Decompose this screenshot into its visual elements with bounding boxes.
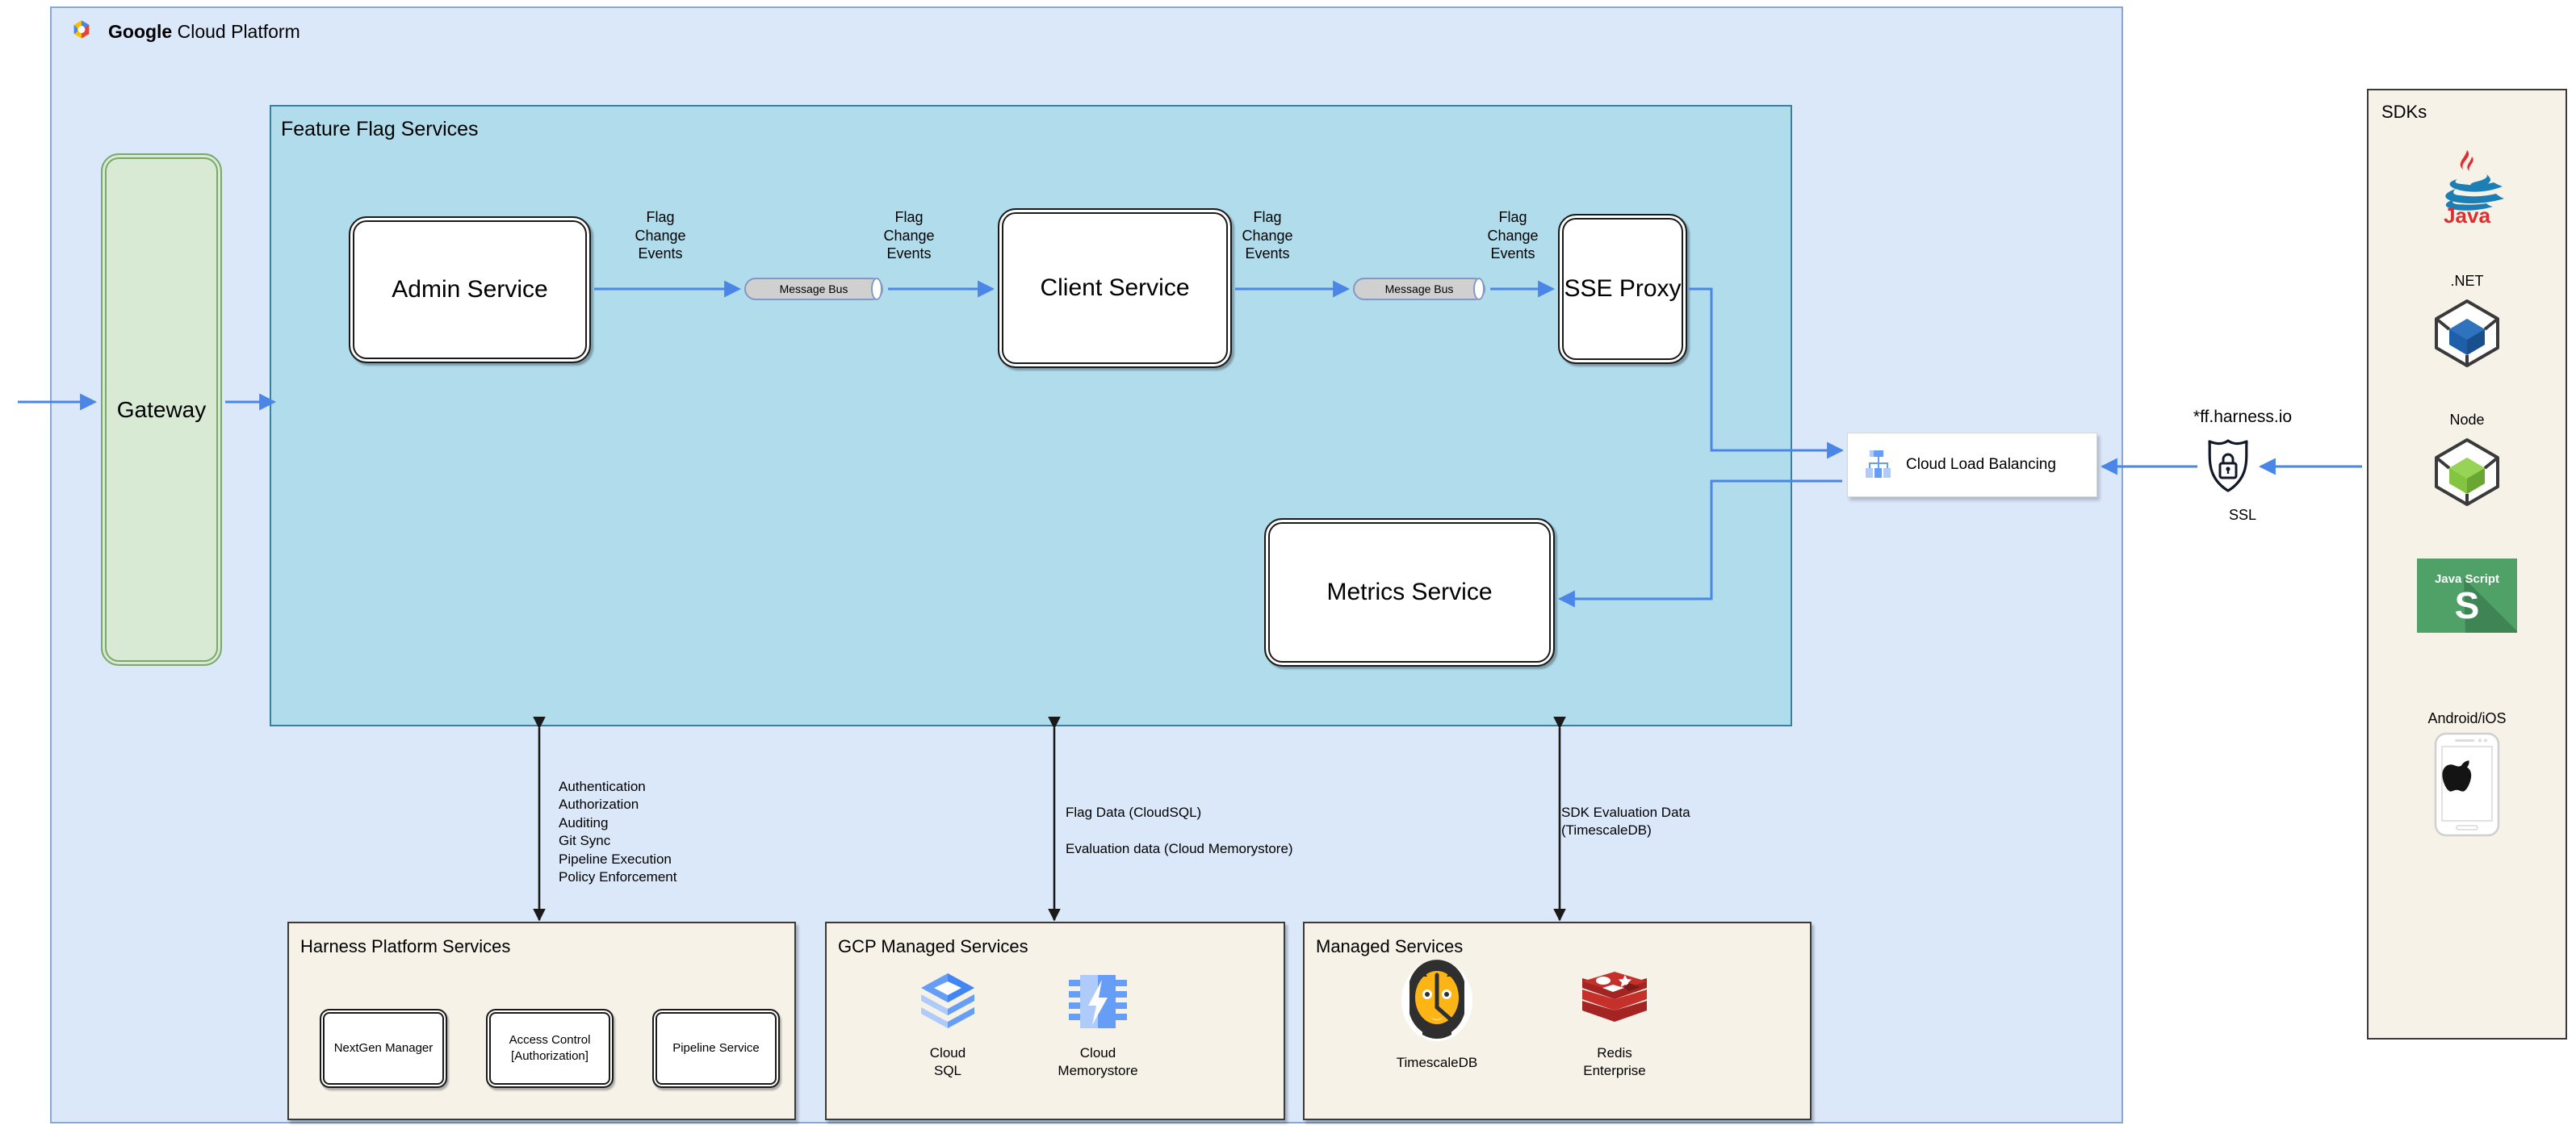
ssl-label: SSL <box>2228 507 2257 523</box>
gateway-node[interactable]: Gateway <box>101 153 222 666</box>
sdk-item-dotnet[interactable]: .NET <box>2367 273 2567 370</box>
managed-services-panel <box>1303 922 1812 1120</box>
timescaledb-tiger-icon <box>1401 960 1472 1041</box>
sdk-item-node[interactable]: Node <box>2367 412 2567 509</box>
edge-label-flag-change-events-3: Flag Change Events <box>1242 209 1293 261</box>
metrics-service-label: Metrics Service <box>1326 579 1493 606</box>
edge-label-flag-change-events-4: Flag Change Events <box>1487 209 1539 261</box>
dotnet-cube-icon <box>2435 299 2499 367</box>
admin-service-node[interactable]: Admin Service <box>349 216 591 363</box>
client-service-node[interactable]: Client Service <box>998 208 1232 368</box>
edge-label-flag-change-events-1: Flag Change Events <box>635 209 686 261</box>
mobile-device-icon <box>2434 732 2500 837</box>
harness-platform-services-title: Harness Platform Services <box>300 936 511 956</box>
pipeline-service-label: Pipeline Service <box>672 1040 760 1055</box>
access-control-node[interactable]: Access Control [Authorization] <box>486 1009 614 1088</box>
feature-flag-services-container <box>270 105 1792 726</box>
timescaledb-node[interactable]: TimescaleDB <box>1372 957 1502 1072</box>
gateway-label: Gateway <box>116 396 207 422</box>
javascript-logo: Java Script S <box>2417 559 2517 633</box>
cloud-load-balancing-icon <box>1866 450 1891 478</box>
java-logo: Java <box>2444 150 2504 228</box>
sdk-item-java[interactable]: Java <box>2367 144 2567 228</box>
cloud-sql-label: Cloud SQL <box>929 1045 966 1078</box>
pipeline-service-node[interactable]: Pipeline Service <box>652 1009 780 1088</box>
sdk-item-javascript[interactable]: Java Script S <box>2367 559 2567 633</box>
redis-label: Redis Enterprise <box>1583 1045 1646 1078</box>
javascript-wordmark-top: Java Script <box>2435 572 2499 586</box>
gcp-managed-services-panel <box>825 922 1285 1120</box>
java-wordmark: Java <box>2444 203 2490 228</box>
cloud-load-balancing-label: Cloud Load Balancing <box>1906 456 2056 473</box>
gcp-title: Google Cloud Platform <box>108 21 300 43</box>
message-bus-label-2: Message Bus <box>1384 282 1454 295</box>
redis-icon <box>1582 972 1647 1022</box>
annotation-managed-services-data: SDK Evaluation Data (TimescaleDB) <box>1561 805 1690 839</box>
cloud-sql-icon <box>921 973 974 1028</box>
sdk-item-android-ios[interactable]: Android/iOS <box>2367 710 2567 837</box>
cloud-memorystore-icon <box>1069 975 1127 1028</box>
sse-proxy-node[interactable]: SSE Proxy <box>1558 214 1687 364</box>
cloud-sql-node[interactable]: Cloud SQL <box>883 970 1012 1080</box>
javascript-wordmark-glyph: S <box>2455 584 2480 626</box>
cloud-memorystore-label: Cloud Memorystore <box>1058 1045 1138 1078</box>
sdk-label-dotnet: .NET <box>2450 273 2484 289</box>
message-bus-label-1: Message Bus <box>779 282 848 295</box>
metrics-service-node[interactable]: Metrics Service <box>1264 518 1555 667</box>
managed-services-title: Managed Services <box>1316 936 1464 956</box>
nextgen-manager-label: NextGen Manager <box>333 1040 434 1055</box>
google-cloud-logo <box>73 20 90 39</box>
ssl-shield-lock-icon <box>2208 439 2248 492</box>
nextgen-manager-node[interactable]: NextGen Manager <box>320 1009 447 1088</box>
timescaledb-label: TimescaleDB <box>1396 1055 1478 1070</box>
access-control-label: Access Control [Authorization] <box>509 1032 591 1063</box>
sdk-label-android-ios: Android/iOS <box>2427 710 2507 726</box>
redis-node[interactable]: Redis Enterprise <box>1550 970 1679 1080</box>
gcp-title-rest: Cloud Platform <box>172 20 300 42</box>
sdks-panel-title: SDKs <box>2381 102 2427 122</box>
feature-flag-services-title: Feature Flag Services <box>281 118 479 140</box>
sdk-label-node: Node <box>2449 412 2485 428</box>
message-bus-node-2[interactable]: Message Bus <box>1353 278 1485 300</box>
gcp-managed-services-title: GCP Managed Services <box>838 936 1028 956</box>
client-service-label: Client Service <box>1040 274 1190 302</box>
sse-proxy-label: SSE Proxy <box>1564 275 1682 303</box>
gcp-title-bold: Google <box>108 20 173 42</box>
edge-label-flag-change-events-2: Flag Change Events <box>883 209 935 261</box>
annotation-gcp-data: Flag Data (CloudSQL) Evaluation data (Cl… <box>1066 805 1293 856</box>
node-cube-icon <box>2435 438 2499 506</box>
cloud-load-balancing-node[interactable]: Cloud Load Balancing <box>1847 433 2097 497</box>
gcp-header: Google Cloud Platform <box>68 18 300 45</box>
ssl-domain-label: *ff.harness.io <box>2193 408 2293 426</box>
cylinder-cap-icon <box>871 278 882 300</box>
annotation-harness-capabilities: Authentication Authorization Auditing Gi… <box>559 779 677 885</box>
cylinder-cap-icon <box>1473 278 1485 300</box>
admin-service-label: Admin Service <box>392 276 548 303</box>
message-bus-node-1[interactable]: Message Bus <box>744 278 883 300</box>
cloud-memorystore-node[interactable]: Cloud Memorystore <box>1033 970 1162 1080</box>
